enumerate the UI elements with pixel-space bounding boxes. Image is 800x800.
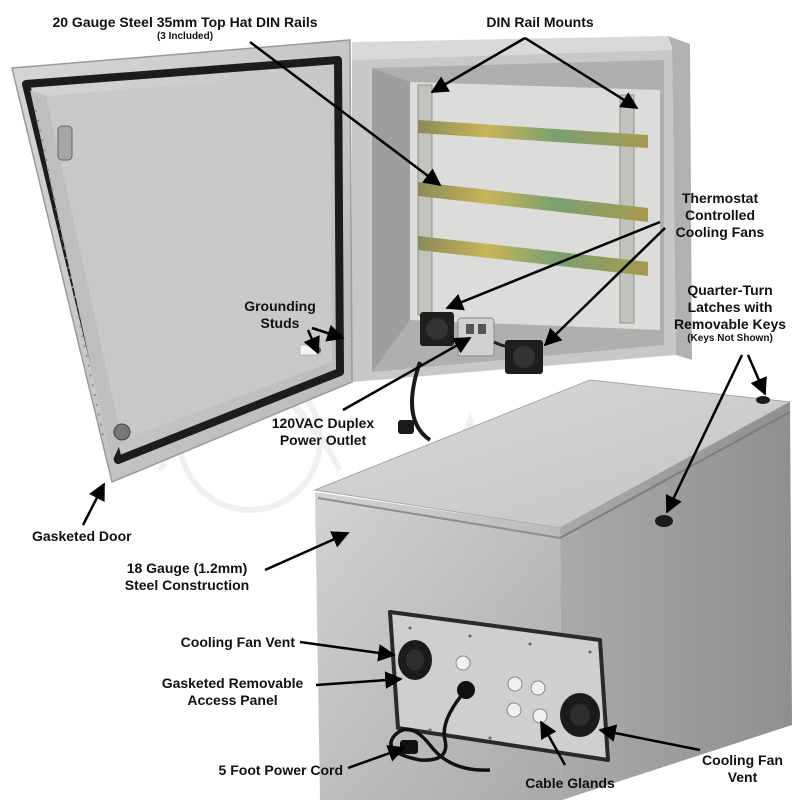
label-fan-vent-left: Cooling Fan Vent	[160, 634, 295, 651]
label-din-rails-line1: 20 Gauge Steel 35mm Top Hat DIN Rails	[52, 14, 318, 30]
label-fan-vent-right-line1: Cooling Fan	[702, 752, 783, 768]
label-power-cord: 5 Foot Power Cord	[195, 762, 343, 779]
upper-power-cord	[398, 361, 432, 442]
label-cable-glands: Cable Glands	[510, 775, 630, 792]
arrow-fan-right	[543, 227, 666, 347]
arrow-steel	[264, 531, 350, 572]
arrow-grounding-right	[311, 324, 345, 342]
arrow-grounding-left	[303, 329, 320, 355]
arrow-outlet	[342, 336, 472, 412]
label-fan-vent-left-line1: Cooling Fan Vent	[180, 634, 295, 650]
label-grounding-line1: Grounding	[244, 298, 316, 314]
label-fan-vent-right-line2: Vent	[727, 769, 758, 785]
label-steel-line2: Steel Construction	[124, 577, 250, 593]
open-door	[11, 39, 353, 484]
label-latches-line1: Quarter-Turn	[687, 282, 773, 298]
label-fan-vent-right: Cooling Fan Vent	[690, 752, 795, 786]
arrow-cable-glands	[539, 720, 567, 766]
label-steel: 18 Gauge (1.2mm) Steel Construction	[112, 560, 262, 594]
arrow-fan-vent-right	[598, 724, 701, 752]
label-steel-line1: 18 Gauge (1.2mm)	[126, 560, 248, 576]
arrow-access-panel	[315, 671, 403, 689]
label-thermostat-fans: Thermostat Controlled Cooling Fans	[650, 190, 790, 241]
label-thermostat-fans-line2: Controlled	[685, 207, 755, 223]
arrow-gasketed-door	[81, 482, 106, 526]
callout-arrows	[81, 36, 767, 770]
arrow-din-rails	[249, 41, 442, 187]
label-din-rails: 20 Gauge Steel 35mm Top Hat DIN Rails (3…	[40, 14, 330, 43]
label-latches-line2: Latches with	[687, 299, 773, 315]
arrow-latch-right	[746, 354, 767, 396]
upper-enclosure-body	[352, 36, 692, 382]
label-cable-glands-line1: Cable Glands	[525, 775, 615, 791]
label-latches: Quarter-Turn Latches with Removable Keys…	[660, 282, 800, 345]
label-thermostat-fans-line1: Thermostat	[681, 190, 759, 206]
arrow-fan-vent-left	[299, 640, 396, 662]
arrow-din-mount-right	[524, 36, 639, 110]
label-thermostat-fans-line3: Cooling Fans	[675, 224, 765, 240]
label-din-mounts-line1: DIN Rail Mounts	[486, 14, 594, 30]
label-grounding-line2: Studs	[260, 315, 300, 331]
label-din-mounts: DIN Rail Mounts	[470, 14, 610, 31]
label-access-panel-line1: Gasketed Removable	[161, 675, 304, 691]
closed-enclosure	[313, 379, 792, 800]
label-access-panel: Gasketed Removable Access Panel	[150, 675, 315, 709]
arrow-latch-left	[665, 354, 744, 514]
label-access-panel-line2: Access Panel	[187, 692, 278, 708]
arrow-din-mount-left	[430, 36, 526, 94]
arrow-fan-left	[445, 220, 661, 311]
label-outlet-line2: Power Outlet	[279, 432, 367, 448]
label-outlet: 120VAC Duplex Power Outlet	[258, 415, 388, 449]
label-latches-line3: Removable Keys	[673, 316, 787, 332]
label-din-rails-line2: (3 Included)	[156, 31, 214, 42]
arrow-power-cord	[347, 745, 406, 770]
label-gasketed-door-line1: Gasketed Door	[32, 528, 132, 544]
label-outlet-line1: 120VAC Duplex	[271, 415, 375, 431]
label-latches-line4: (Keys Not Shown)	[687, 333, 773, 344]
label-power-cord-line1: 5 Foot Power Cord	[218, 762, 343, 778]
label-gasketed-door: Gasketed Door	[32, 528, 132, 545]
label-grounding: Grounding Studs	[225, 298, 335, 332]
